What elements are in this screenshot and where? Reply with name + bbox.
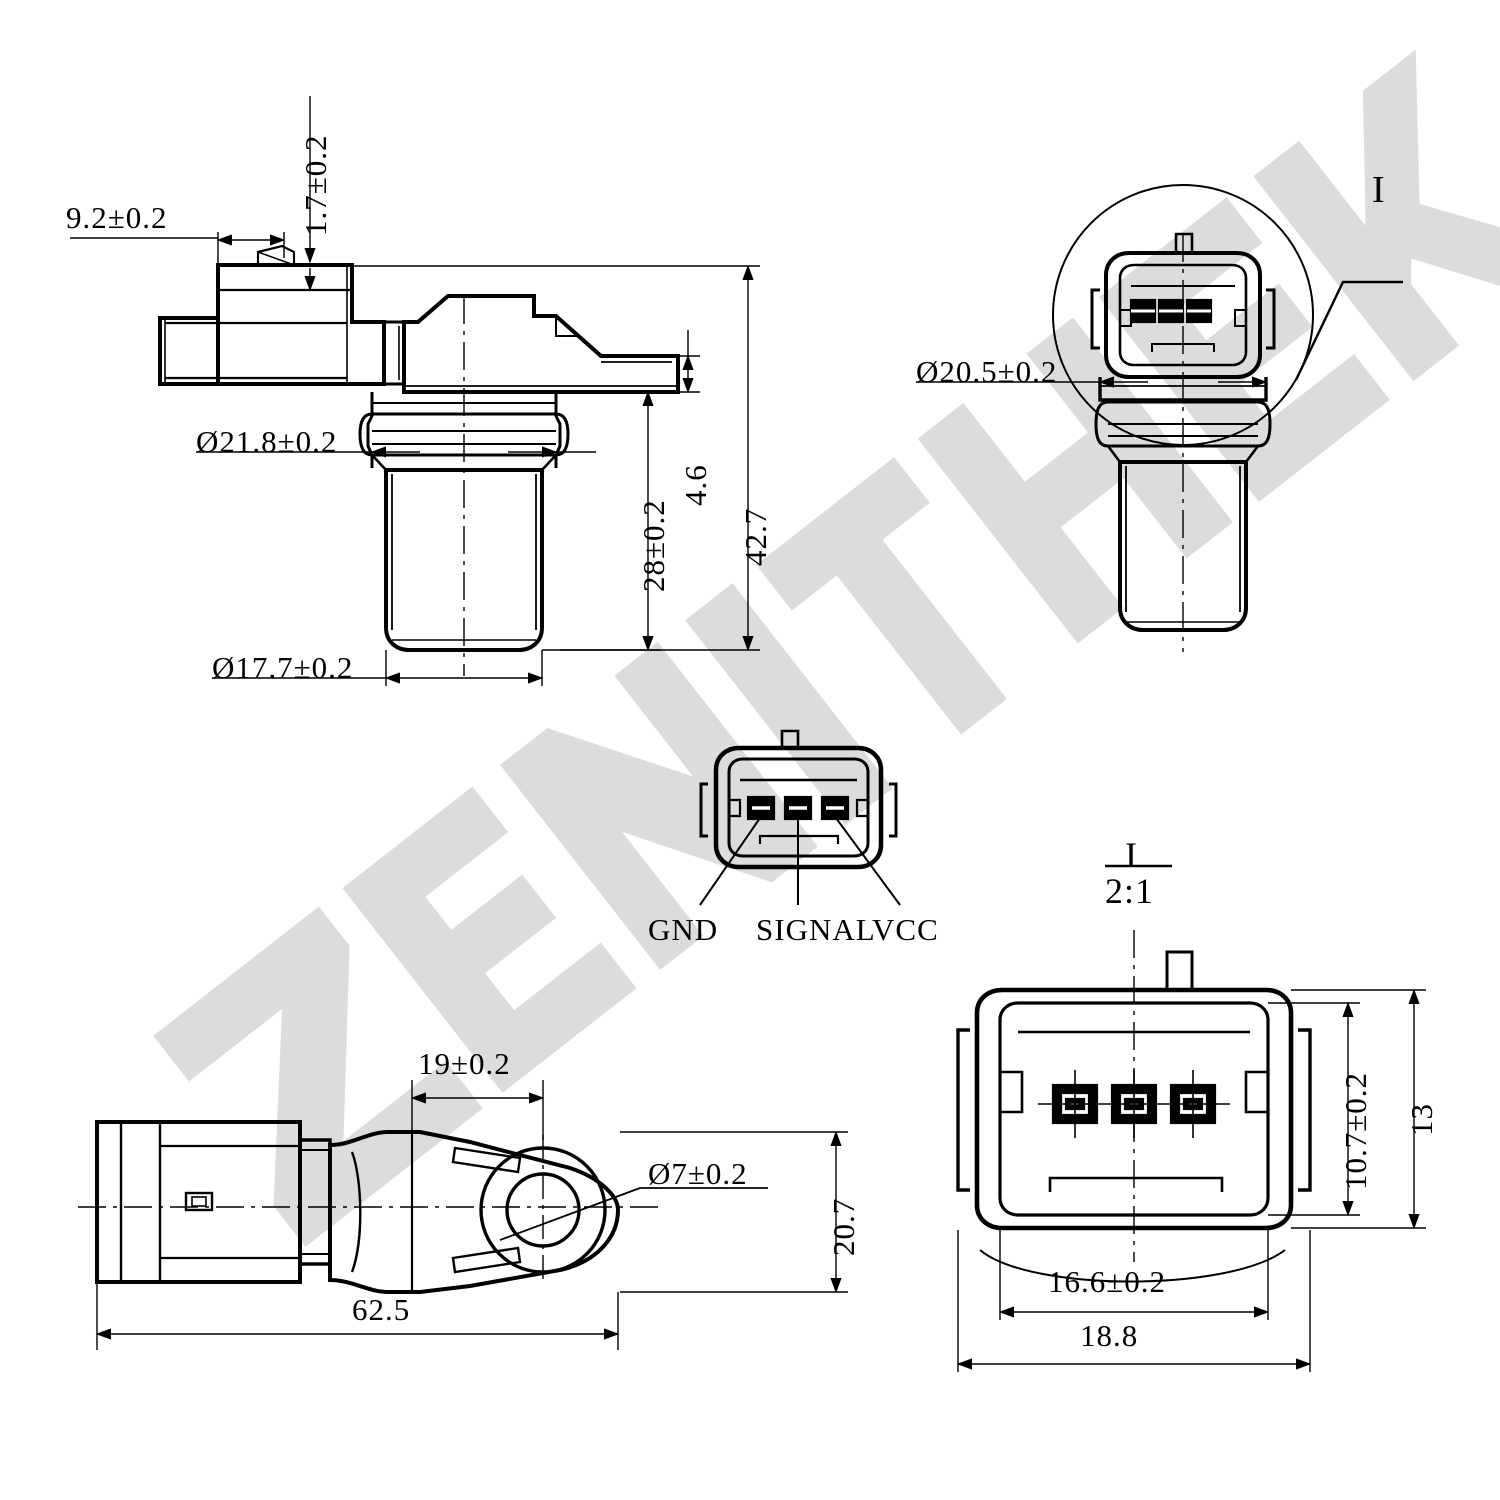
dim-label-20.7: 20.7 <box>826 1197 861 1256</box>
dim-4.6 <box>678 330 700 394</box>
view-side <box>1052 184 1403 652</box>
pin-label-gnd: GND <box>648 912 719 947</box>
dim-label-21.8: Ø21.8±0.2 <box>196 424 338 459</box>
dim-label-42.7: 42.7 <box>738 507 773 566</box>
dim-label-9.2: 9.2±0.2 <box>66 200 168 235</box>
dim-18.8 <box>956 1230 1312 1372</box>
view-front-section <box>158 244 680 676</box>
dim-label-10.7: 10.7±0.2 <box>1338 1071 1373 1190</box>
dim-42.7 <box>352 264 760 652</box>
dim-label-20.5: Ø20.5±0.2 <box>916 354 1058 389</box>
dim-label-4.6: 4.6 <box>678 464 713 506</box>
dim-13 <box>1291 988 1426 1230</box>
dim-label-62.5: 62.5 <box>352 1292 411 1327</box>
detail-marker-I-enlarged: I <box>1125 835 1138 875</box>
dim-label-13: 13 <box>1404 1103 1439 1136</box>
pin-label-vcc: VCC <box>872 912 939 947</box>
dim-20.7 <box>620 1130 848 1294</box>
view-connector-pinout <box>699 729 901 906</box>
pin-label-signal: SIGNAL <box>756 912 876 947</box>
dim-label-16.6: 16.6±0.2 <box>1048 1264 1167 1299</box>
view-detail-I <box>956 864 1312 1283</box>
dim-label-1.7: 1.7±0.2 <box>298 134 333 236</box>
dim-19 <box>410 1080 545 1140</box>
dim-label-17.7: Ø17.7±0.2 <box>212 650 354 685</box>
dim-16.6 <box>998 1230 1270 1320</box>
dim-label-28: 28±0.2 <box>636 499 671 592</box>
dim-62.5 <box>95 1284 620 1350</box>
dim-label-7: Ø7±0.2 <box>648 1156 748 1191</box>
dim-1.7 <box>260 96 318 292</box>
dim-label-19: 19±0.2 <box>418 1046 511 1081</box>
dim-10.7 <box>1268 1001 1360 1217</box>
dim-17.7 <box>212 650 544 686</box>
detail-marker-I-side: I <box>1372 169 1386 211</box>
dim-label-18.8: 18.8 <box>1080 1318 1139 1353</box>
view-top <box>78 1120 768 1294</box>
detail-scale-label: 2:1 <box>1105 871 1155 911</box>
dim-9.2 <box>70 232 286 272</box>
